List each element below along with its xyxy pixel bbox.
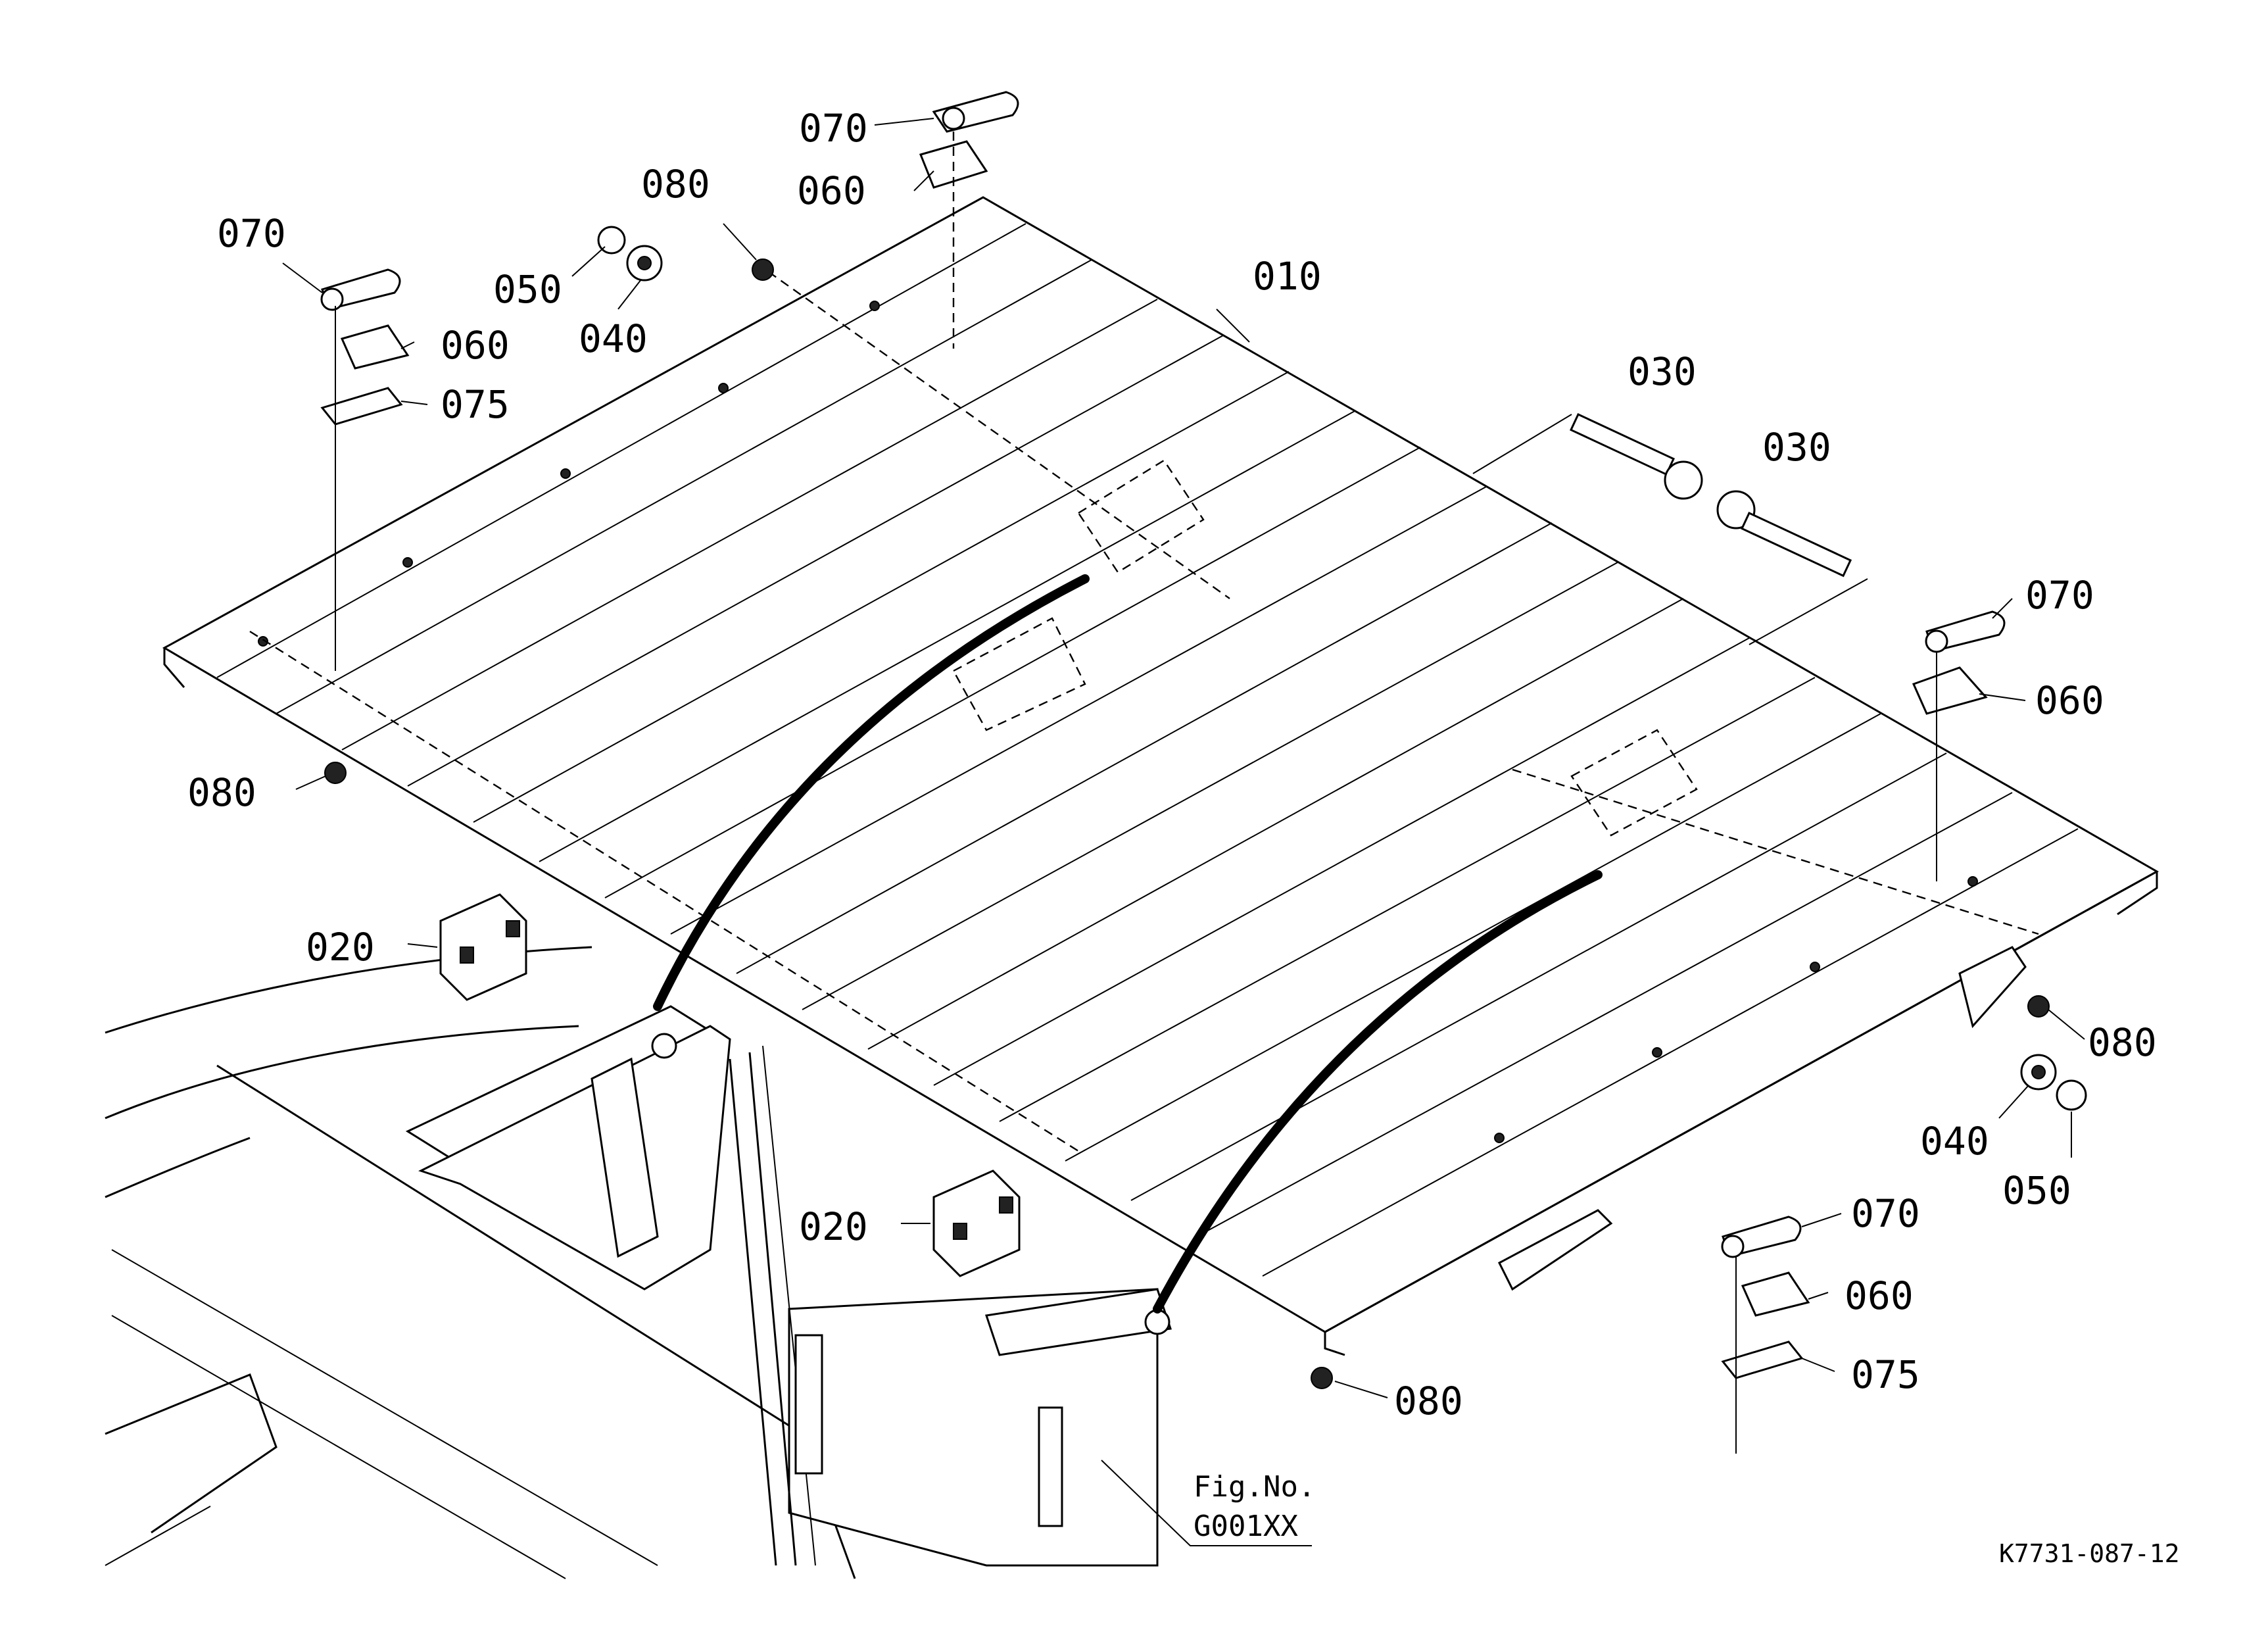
callout-075: 075: [441, 382, 510, 427]
drawing-code: K7731-087-12: [1999, 1539, 2180, 1568]
grab-handle-2: [1958, 946, 2027, 1029]
placement-arrow-left: [653, 574, 1090, 1011]
callout-070: 070: [799, 106, 868, 151]
callout-050: 050: [493, 267, 562, 312]
callout-070: 070: [2025, 573, 2094, 618]
callout-040: 040: [579, 316, 648, 361]
callout-060: 060: [2035, 678, 2104, 723]
clamp-070-right: [1912, 610, 2006, 881]
figure-reference: Fig.No. G001XX: [1194, 1470, 1315, 1543]
nut-080-bottom: [1311, 1367, 1333, 1389]
callout-labels: 070 060 080 070 050 040 060 075 010 030 …: [187, 106, 2157, 1423]
bolt-030-b: [1716, 490, 1852, 578]
nut-washer-right: [2020, 1054, 2087, 1111]
fig-ref-number: G001XX: [1194, 1510, 1298, 1543]
nut-080-top: [752, 258, 774, 281]
callout-050: 050: [2002, 1168, 2071, 1213]
nut-080-right: [2027, 995, 2050, 1018]
callout-080: 080: [1394, 1379, 1463, 1423]
callout-030: 030: [1762, 425, 1831, 470]
callout-020: 020: [799, 1204, 868, 1249]
callout-080: 080: [2088, 1020, 2157, 1065]
nut-washer-left: [597, 226, 663, 282]
callout-080: 080: [187, 770, 256, 815]
callout-075: 075: [1851, 1352, 1920, 1397]
callout-020: 020: [306, 925, 375, 970]
callout-060: 060: [797, 168, 866, 213]
callout-070: 070: [1851, 1191, 1920, 1236]
bolt-030-a: [1570, 413, 1703, 500]
leader-lines: [282, 118, 2085, 1546]
nut-080-left: [324, 762, 347, 784]
placement-arrow-right: [1153, 870, 1603, 1314]
edge-holes: [258, 301, 1978, 1143]
rubber-block-020-b: [932, 1169, 1021, 1277]
grab-handle: [1498, 1209, 1613, 1291]
callout-080: 080: [641, 162, 710, 207]
callout-040: 040: [1920, 1119, 1989, 1164]
fig-ref-label: Fig.No.: [1194, 1470, 1315, 1504]
rubber-block-020-a: [439, 893, 527, 1001]
callout-010: 010: [1253, 254, 1322, 299]
roof-panel-010: [162, 196, 2159, 1356]
frame-structure: [105, 946, 1172, 1579]
clamp-070-bottom: [1721, 1216, 1810, 1454]
callout-070: 070: [217, 211, 286, 256]
clamp-070-left: [320, 268, 410, 671]
clamp-070-top: [919, 91, 1019, 349]
callout-060: 060: [1845, 1273, 1914, 1318]
callout-060: 060: [441, 323, 510, 368]
panel-ribs: [216, 223, 2079, 1277]
callout-030: 030: [1628, 349, 1697, 394]
